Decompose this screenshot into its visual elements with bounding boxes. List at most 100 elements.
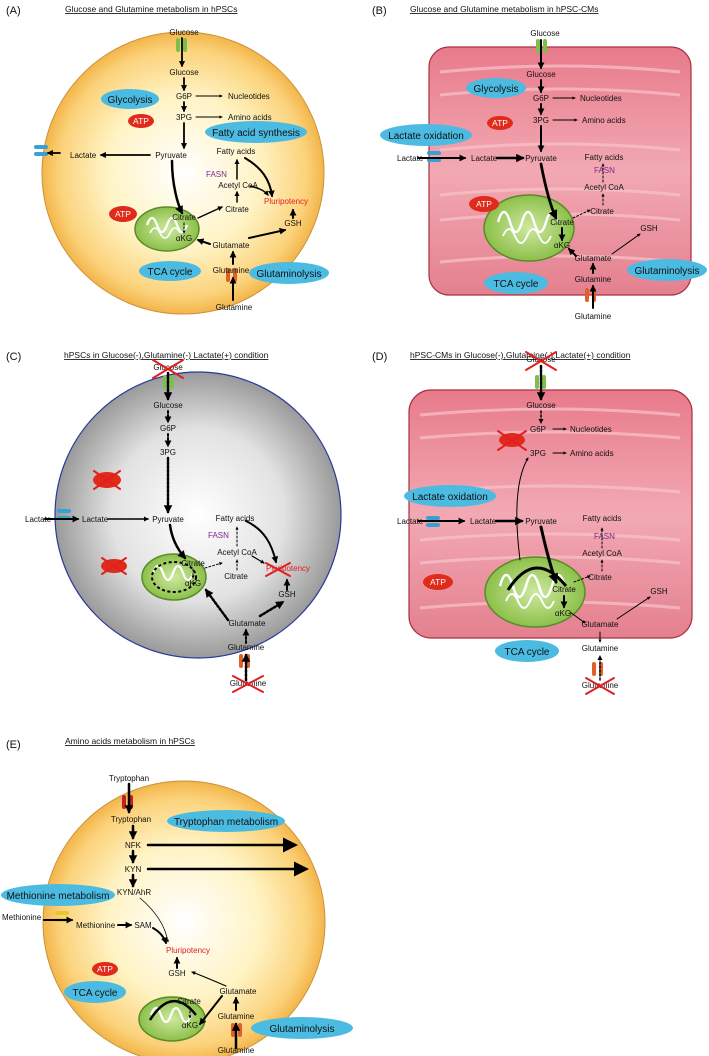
- fatty-acids-label: Fatty acids: [217, 147, 256, 156]
- pathway-arrows: [46, 37, 297, 301]
- 3pg-label: 3PG: [530, 449, 546, 458]
- akg-label: αKG: [185, 579, 201, 588]
- 3pg-label: 3PG: [176, 113, 192, 122]
- glutamine-label: Glutamine: [213, 266, 250, 275]
- panel-a-letter: (A): [6, 5, 21, 17]
- svg-text:Glycolysis: Glycolysis: [473, 84, 518, 95]
- mitochondrion: [134, 206, 200, 252]
- fatty-acids-label: Fatty acids: [583, 514, 622, 523]
- pluripotency-label: Pluripotency: [166, 946, 210, 955]
- svg-text:TCA cycle: TCA cycle: [504, 647, 549, 658]
- nucleotides-label: Nucleotides: [580, 94, 622, 103]
- svg-text:Lactate oxidation: Lactate oxidation: [388, 131, 464, 142]
- nfk-label: NFK: [125, 841, 142, 850]
- svg-text:ATP: ATP: [430, 577, 446, 587]
- amino-acids-label: Amino acids: [228, 113, 272, 122]
- glucose-label: Glucose: [169, 28, 199, 37]
- glucose-label: Glucose: [153, 363, 183, 372]
- atp-badge: ATP: [423, 574, 453, 590]
- glucose-label: Glucose: [153, 401, 183, 410]
- svg-text:Glutaminolysis: Glutaminolysis: [634, 266, 699, 277]
- fatty-acids-label: Fatty acids: [585, 153, 624, 162]
- svg-text:ATP: ATP: [492, 118, 508, 128]
- glutaminolysis-oval: Glutaminolysis: [249, 262, 329, 284]
- atp-badge: ATP: [128, 114, 154, 128]
- pathway-arrows: [44, 371, 291, 682]
- svg-text:Tryptophan metabolism: Tryptophan metabolism: [174, 817, 278, 828]
- kyn-label: KYN: [125, 865, 142, 874]
- 3pg-label: 3PG: [160, 448, 176, 457]
- svg-text:TCA cycle: TCA cycle: [147, 267, 192, 278]
- tca-cycle-oval: TCA cycle: [139, 261, 201, 281]
- pluripotency-label: Pluripotency: [264, 197, 308, 206]
- panel-e-title: Amino acids metabolism in hPSCs: [65, 736, 195, 746]
- sam-label: SAM: [134, 921, 152, 930]
- tryptophan-label: Tryptophan: [109, 774, 149, 783]
- lactate-label: Lactate: [471, 154, 498, 163]
- gsh-label: GSH: [284, 219, 302, 228]
- svg-text:ATP: ATP: [115, 209, 131, 219]
- glycolysis-oval: Glycolysis: [466, 78, 526, 98]
- lactate-transporter: [34, 145, 48, 156]
- mitochondrion: [484, 556, 586, 628]
- pathway-arrows: [417, 364, 651, 681]
- glucose-label: Glucose: [526, 401, 556, 410]
- fasn-label: FASN: [594, 532, 615, 541]
- svg-text:Methionine metabolism: Methionine metabolism: [7, 891, 110, 902]
- citrate-label: Citrate: [590, 207, 614, 216]
- gsh-label: GSH: [278, 590, 296, 599]
- glutamate-label: Glutamate: [213, 241, 250, 250]
- acetyl-coa-label: Acetyl CoA: [582, 549, 622, 558]
- glutamate-label: Glutamate: [229, 619, 266, 628]
- pathway-arrows: [417, 39, 641, 309]
- fatty-acids-label: Fatty acids: [216, 514, 255, 523]
- panel-b-letter: (B): [372, 5, 387, 17]
- fasn-label: FASN: [594, 166, 615, 175]
- glucose-label: Glucose: [169, 68, 199, 77]
- lactate-label: Lactate: [397, 154, 424, 163]
- atp-badge: ATP: [469, 196, 499, 212]
- panel-c-title: hPSCs in Glucose(-),Glutamine(-) Lactate…: [64, 350, 269, 360]
- glutamine-transporter: [239, 654, 250, 668]
- blocked-cross-marks: [497, 351, 615, 695]
- panel-a: (A) Glucose and Glutamine metabolism in …: [6, 4, 329, 315]
- cell-hpsc: [54, 371, 342, 659]
- lactate-label: Lactate: [470, 517, 497, 526]
- pyruvate-label: Pyruvate: [525, 154, 557, 163]
- svg-text:ATP: ATP: [97, 964, 113, 974]
- pathway-arrows: [43, 782, 309, 1050]
- citrate-label: Citrate: [550, 218, 574, 227]
- glutamine-label: Glutamine: [218, 1012, 255, 1021]
- glucose-transporter: [536, 39, 547, 53]
- glutaminolysis-oval: Glutaminolysis: [251, 1017, 353, 1039]
- lactate-label: Lactate: [70, 151, 97, 160]
- glutamate-label: Glutamate: [582, 620, 619, 629]
- amino-acids-label: Amino acids: [582, 116, 626, 125]
- svg-text:Glutaminolysis: Glutaminolysis: [269, 1024, 334, 1035]
- citrate-label: Citrate: [172, 213, 196, 222]
- panel-d: (D) hPSC-CMs in Glucose(-),Glutamine(-) …: [372, 350, 693, 695]
- citrate-label: Citrate: [588, 573, 612, 582]
- methionine-label: Methionine: [76, 921, 116, 930]
- glutamine-label: Glutamine: [216, 303, 253, 312]
- pyruvate-label: Pyruvate: [155, 151, 187, 160]
- svg-text:ATP: ATP: [133, 116, 149, 126]
- svg-text:Glycolysis: Glycolysis: [107, 95, 152, 106]
- glutamine-label: Glutamine: [582, 644, 619, 653]
- fasn-label: FASN: [206, 170, 227, 179]
- pyruvate-label: Pyruvate: [152, 515, 184, 524]
- glucose-transporter: [176, 38, 187, 52]
- mitochondrion: [138, 996, 206, 1042]
- nucleotides-label: Nucleotides: [228, 92, 270, 101]
- akg-label: αKG: [555, 609, 571, 618]
- methionine-label: Methionine: [2, 913, 42, 922]
- blocked-cross-marks: [93, 359, 291, 693]
- citrate-label: Citrate: [224, 572, 248, 581]
- atp-badge: ATP: [487, 116, 513, 130]
- cell-cardiomyocyte: [408, 389, 693, 639]
- gsh-label: GSH: [640, 224, 658, 233]
- lactate-oxidation-oval: Lactate oxidation: [380, 124, 472, 146]
- lactate-label: Lactate: [25, 515, 52, 524]
- svg-text:Fatty acid synthesis: Fatty acid synthesis: [212, 128, 300, 139]
- atp-badge: ATP: [109, 206, 137, 222]
